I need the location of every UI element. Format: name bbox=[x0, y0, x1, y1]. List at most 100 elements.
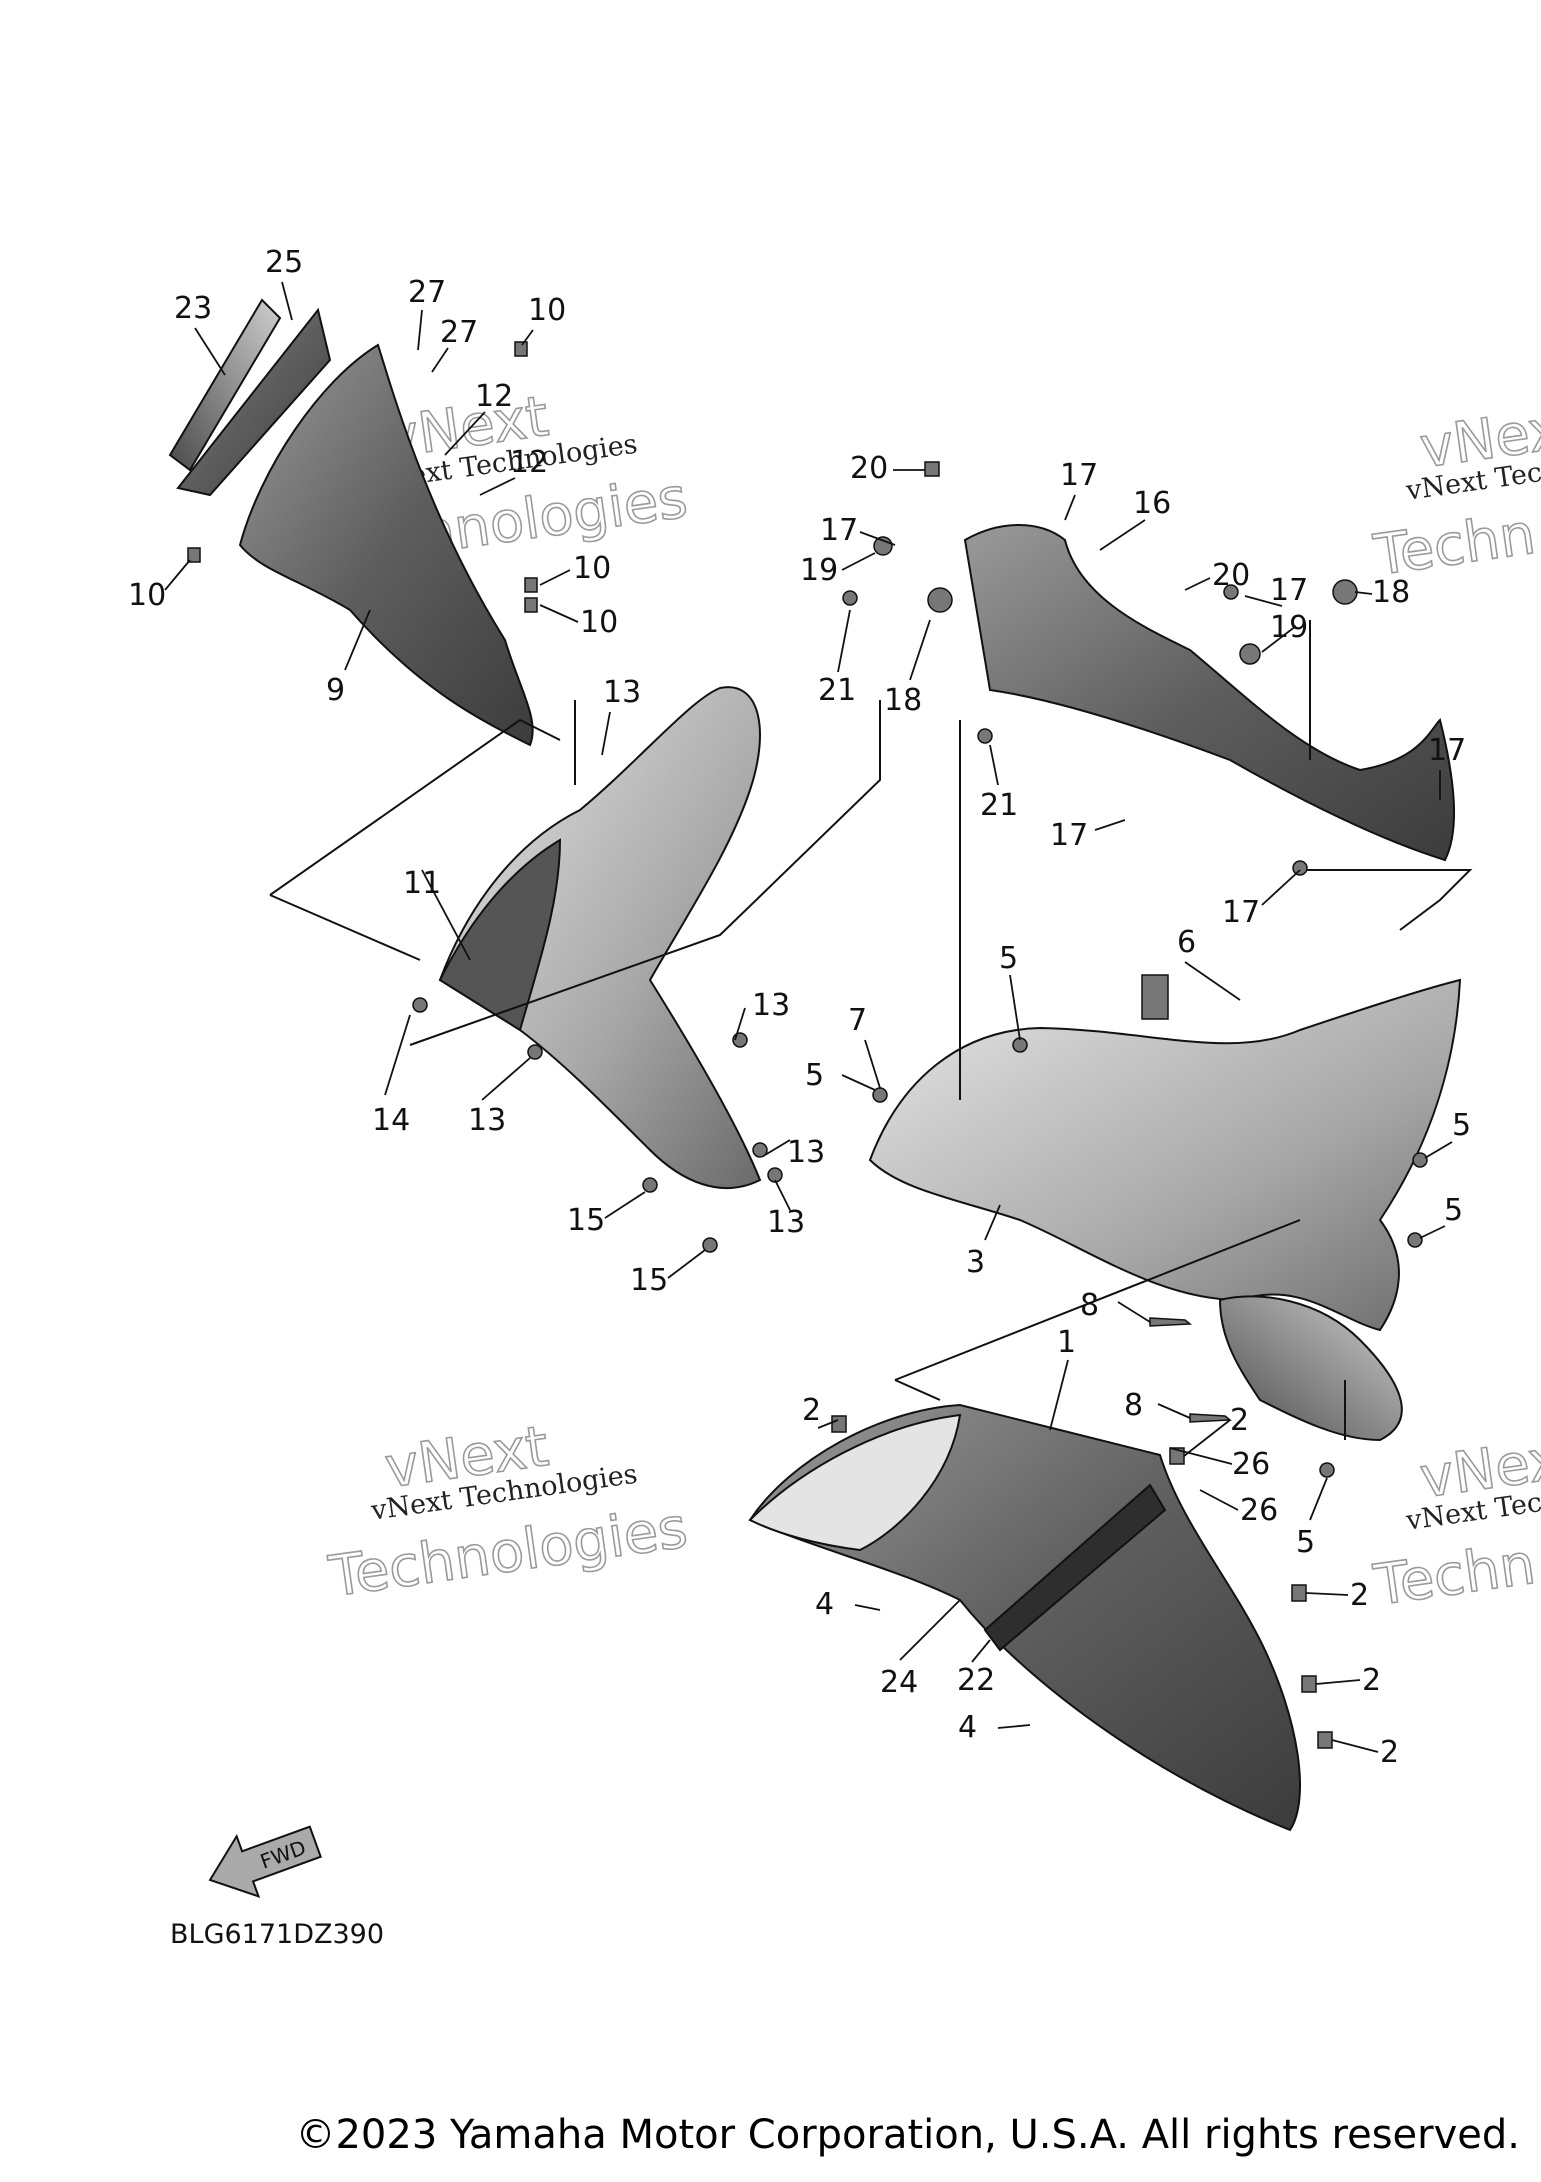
part-9-cover bbox=[238, 343, 534, 747]
callout-label: 5 bbox=[999, 941, 1018, 976]
callout-label: 2 bbox=[1350, 1578, 1369, 1613]
part-3-lower-bracket bbox=[1218, 1295, 1403, 1442]
parts-group bbox=[168, 298, 1462, 1832]
clip-icon bbox=[831, 1415, 847, 1433]
part-22-decal bbox=[983, 1483, 1167, 1652]
clip-icon bbox=[514, 341, 528, 357]
clip-icon bbox=[1291, 1584, 1307, 1602]
screw-icon bbox=[1292, 860, 1308, 876]
callout-label: 17 bbox=[1060, 458, 1098, 493]
callout-label: 2 bbox=[1230, 1403, 1249, 1438]
part-16-duct bbox=[963, 524, 1456, 862]
callout-label: 21 bbox=[980, 788, 1018, 823]
callout-label: 16 bbox=[1133, 486, 1171, 521]
callout-label: 5 bbox=[1452, 1108, 1471, 1143]
callout-label: 13 bbox=[787, 1135, 825, 1170]
callout-label: 6 bbox=[1177, 925, 1196, 960]
callout-label: 17 bbox=[1270, 573, 1308, 608]
screw-icon bbox=[1412, 1152, 1428, 1168]
screw-icon bbox=[1223, 584, 1239, 600]
callout-label: 24 bbox=[880, 1665, 918, 1700]
callout-label: 27 bbox=[408, 275, 446, 310]
screw-icon bbox=[1319, 1462, 1335, 1478]
leader-lines bbox=[269, 620, 1473, 1440]
leader-line bbox=[269, 894, 421, 961]
callout-label: 4 bbox=[958, 1710, 977, 1745]
clip-icon bbox=[524, 597, 538, 613]
fwd-arrow-icon: FWD bbox=[208, 1825, 322, 1899]
part-25-panel bbox=[176, 307, 332, 497]
screw-icon bbox=[977, 728, 993, 744]
part-11-shade bbox=[438, 838, 562, 1032]
callout-label: 27 bbox=[440, 315, 478, 350]
screw-icon bbox=[752, 1142, 768, 1158]
callout-label: 25 bbox=[265, 245, 303, 280]
clip-icon bbox=[1141, 974, 1169, 1020]
screw-icon bbox=[872, 1087, 888, 1103]
part-1-highlight bbox=[748, 1413, 962, 1552]
callout-label: 7 bbox=[848, 1003, 867, 1038]
callout-label: 19 bbox=[1270, 610, 1308, 645]
callout-label: 3 bbox=[966, 1245, 985, 1280]
callout-label: 2 bbox=[1362, 1663, 1381, 1698]
pin-icon bbox=[1149, 1317, 1193, 1327]
leader-line bbox=[1300, 869, 1473, 931]
callout-label: 26 bbox=[1232, 1447, 1270, 1482]
callout-label: 9 bbox=[326, 673, 345, 708]
figure-code: BLG6171DZ390 bbox=[170, 1919, 384, 1950]
callout-label: 10 bbox=[528, 293, 566, 328]
callout-label: 5 bbox=[805, 1058, 824, 1093]
clip-icon bbox=[187, 547, 201, 563]
callout-label: 18 bbox=[884, 683, 922, 718]
callout-label: 8 bbox=[1124, 1388, 1143, 1423]
callout-label: 20 bbox=[1212, 558, 1250, 593]
watermark-2: vNext vNext Technologies Technologies bbox=[324, 1413, 692, 1611]
callout-label: 1 bbox=[1057, 1325, 1076, 1360]
callout-label: 18 bbox=[1372, 575, 1410, 610]
callout-label: 8 bbox=[1080, 1288, 1099, 1323]
callout-label: 12 bbox=[475, 379, 513, 414]
callout-label: 10 bbox=[128, 578, 166, 613]
callout-label: 10 bbox=[580, 605, 618, 640]
fasteners bbox=[187, 341, 1428, 1749]
grommet-icon bbox=[1332, 579, 1358, 605]
callout-label: 17 bbox=[820, 513, 858, 548]
callout-label: 17 bbox=[1050, 818, 1088, 853]
callout-label: 5 bbox=[1444, 1193, 1463, 1228]
part-3-side-cover bbox=[868, 978, 1462, 1332]
callout-label: 2 bbox=[1380, 1735, 1399, 1770]
screw-icon bbox=[642, 1177, 658, 1193]
grommet-icon bbox=[1239, 643, 1261, 665]
callout-label: 21 bbox=[818, 673, 856, 708]
part-23-decal bbox=[168, 298, 282, 472]
callout-label: 26 bbox=[1240, 1493, 1278, 1528]
screw-icon bbox=[767, 1167, 783, 1183]
leader-line bbox=[269, 718, 561, 896]
watermark-4: vNext vNext Tec Techn bbox=[1369, 1423, 1541, 1619]
screw-icon bbox=[1407, 1232, 1423, 1248]
clip-icon bbox=[524, 577, 538, 593]
callout-label: 15 bbox=[567, 1203, 605, 1238]
callout-group: 25 23 27 27 10 12 12 10 10 10 9 20 17 17… bbox=[128, 245, 1471, 1770]
callout-label: 12 bbox=[510, 445, 548, 480]
part-11-inner-panel bbox=[438, 686, 762, 1189]
callout-label: 17 bbox=[1222, 895, 1260, 930]
callout-label: 13 bbox=[767, 1205, 805, 1240]
leader-line bbox=[894, 1379, 941, 1401]
watermark-4-line2: Techn bbox=[1370, 1532, 1539, 1619]
callout-label: 13 bbox=[752, 988, 790, 1023]
clip-icon bbox=[1301, 1675, 1317, 1693]
callout-label: 14 bbox=[372, 1103, 410, 1138]
callout-label: 10 bbox=[573, 551, 611, 586]
screw-icon bbox=[702, 1237, 718, 1253]
callout-label: 19 bbox=[800, 553, 838, 588]
leader-line bbox=[894, 1219, 1301, 1381]
pin-icon bbox=[1189, 1413, 1233, 1423]
callout-label: 20 bbox=[850, 451, 888, 486]
callout-label: 22 bbox=[957, 1663, 995, 1698]
grommet-icon bbox=[927, 587, 953, 613]
callout-leaders bbox=[164, 281, 1453, 1753]
callout-label: 4 bbox=[815, 1587, 834, 1622]
leader-line bbox=[409, 700, 881, 1046]
